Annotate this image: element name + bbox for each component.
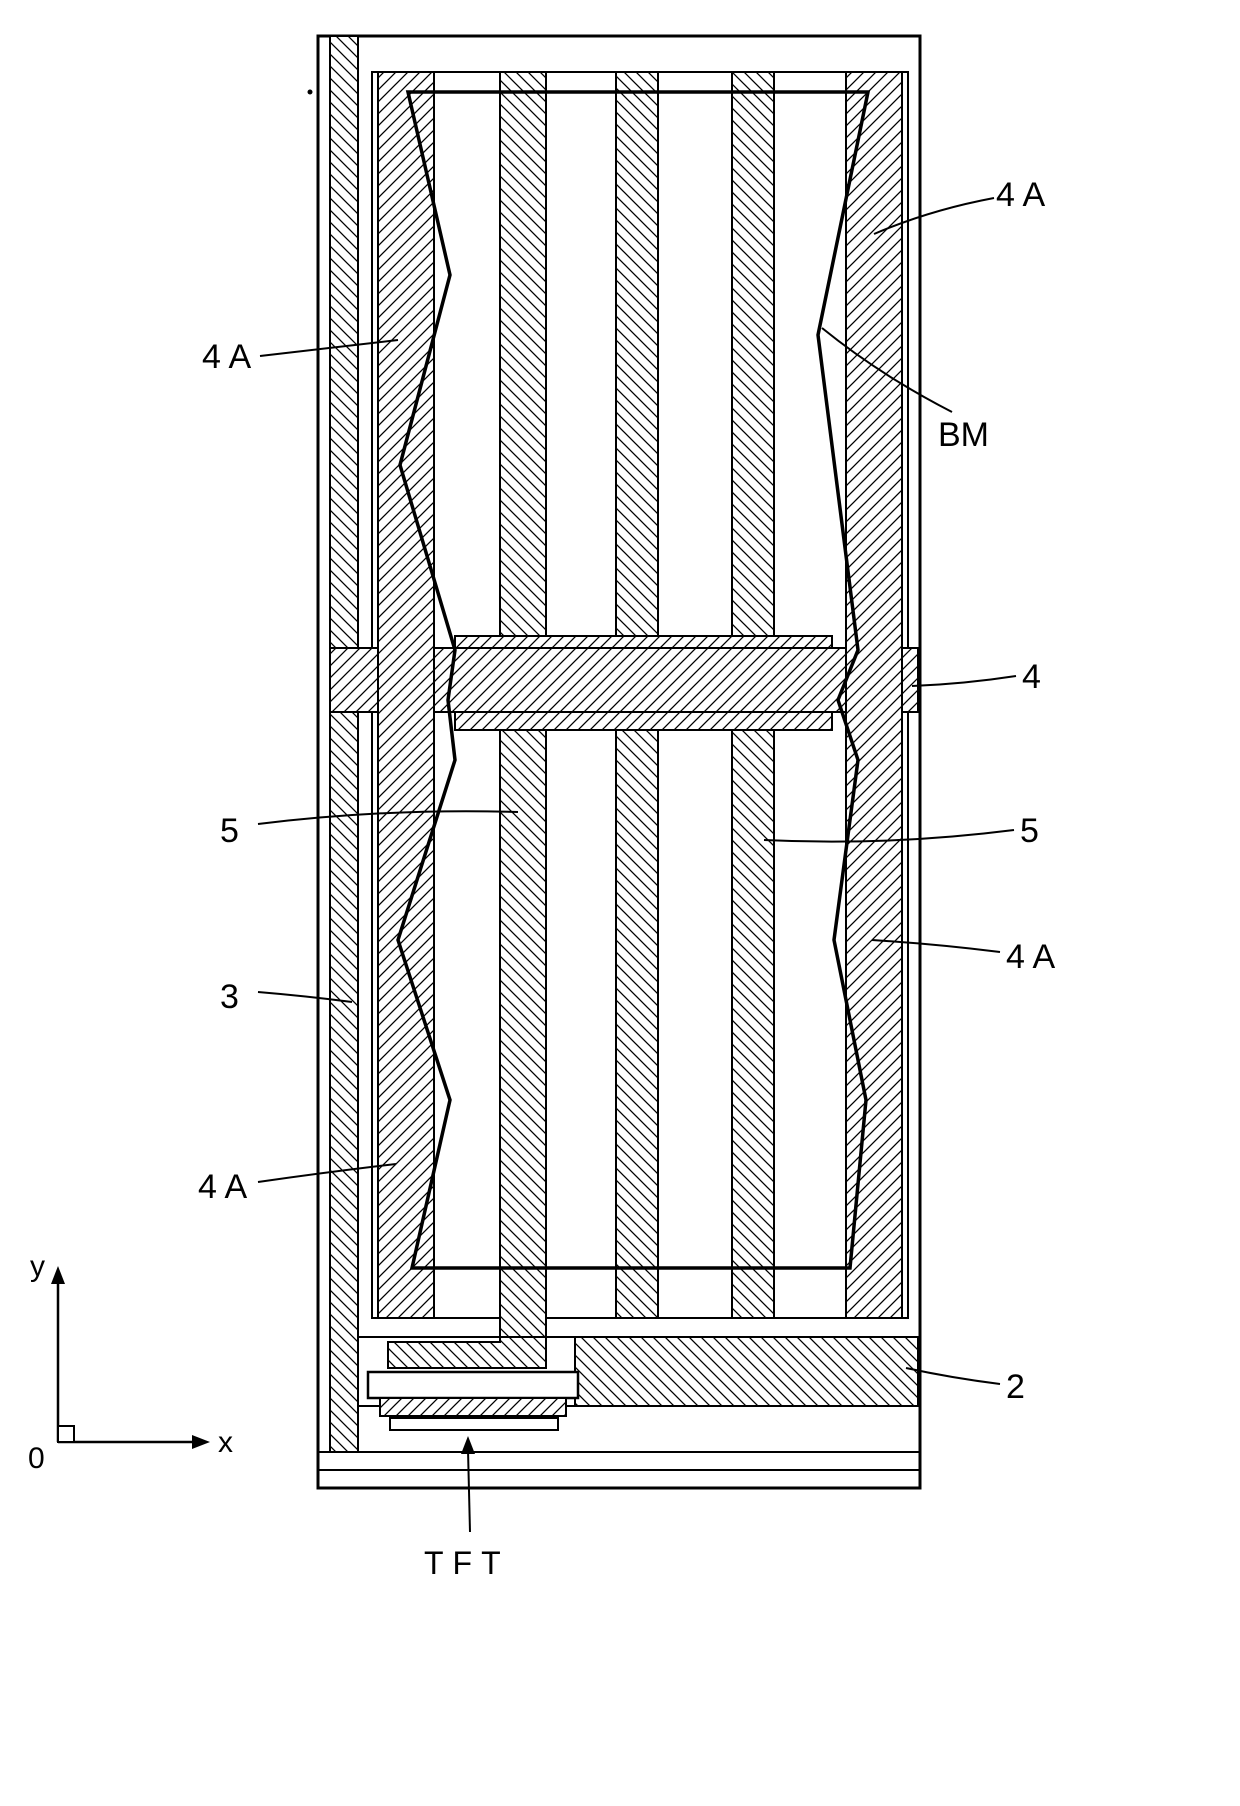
pixel-electrode-5-bottom-right [731,729,775,1319]
common-band-step-top [454,635,833,649]
label-axis-y: y [30,1250,45,1283]
pixel-electrode-5-top-mid [615,71,659,637]
common-band-step-bottom [454,711,833,731]
leader-five-left [257,810,519,825]
tft-gate-electrode-layer [379,1397,567,1417]
signal-line-strip-3 [329,35,359,1453]
axis-origin-square [57,1425,75,1443]
label-upper-left-4a: 4 A [202,338,251,376]
tft-arrow-line [467,1449,471,1533]
leader-upper-left-4a [259,339,399,357]
label-three: 3 [220,978,239,1016]
label-axis-origin: 0 [28,1442,45,1475]
pixel-electrode-5-bottom-center-to-tft [387,729,547,1369]
label-band-4: 4 [1022,658,1041,696]
x-axis-arrowhead [192,1435,210,1449]
label-bm: BM [938,416,989,454]
label-two: 2 [1006,1368,1025,1406]
gate-line-band-2 [574,1336,919,1407]
label-axis-x: x [218,1426,233,1459]
tft-arrowhead [461,1436,475,1454]
leader-two [905,1367,1001,1385]
label-lower-left-4a: 4 A [198,1168,247,1206]
leader-five-right [763,829,1015,843]
label-five-right: 5 [1020,812,1039,850]
tft-semiconductor-layer [366,1370,580,1400]
pixel-electrode-5-top-center [499,71,547,637]
label-top-right-4a: 4 A [996,176,1045,214]
leader-three [257,991,353,1003]
pixel-electrode-5-top-right [731,71,775,637]
leader-top-right-4a [873,197,995,235]
pixel-electrode-5-bottom-mid [615,729,659,1319]
label-right-4a: 4 A [1006,938,1055,976]
leader-lower-left-4a [257,1163,397,1183]
common-electrode-4a-left [377,71,435,1319]
leader-band-4 [911,675,1017,687]
tft-bottom-layer [389,1417,559,1431]
print-dot [307,89,313,95]
y-axis-arrowhead [51,1266,65,1284]
common-electrode-4a-right [845,71,903,1319]
leader-bm [821,327,953,413]
leader-right-4a [871,939,1001,953]
label-five-left: 5 [220,812,239,850]
label-tft: TFT [424,1545,510,1581]
black-matrix-bm-outline [396,90,871,1270]
